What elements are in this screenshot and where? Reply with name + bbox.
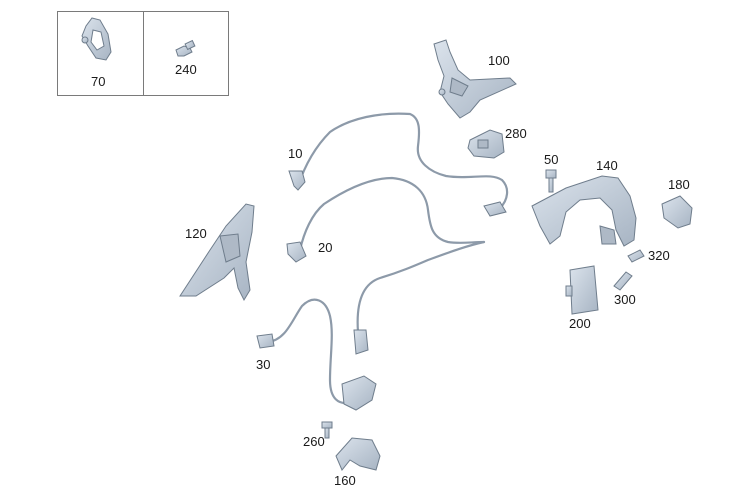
cable-30-drawing [266,240,486,405]
label-240: 240 [175,62,197,77]
label-20: 20 [318,240,333,255]
part-320-drawing [627,249,645,263]
part-260-drawing [321,421,333,439]
label-180: 180 [668,177,690,192]
part-160-drawing [335,437,381,471]
inset-divider [143,11,144,96]
part-50-drawing [545,169,557,193]
sensor-20-drawing [286,241,307,263]
sensor-10-drawing [288,170,507,217]
part-140-drawing [531,175,637,247]
label-10: 10 [288,146,303,161]
label-300: 300 [614,292,636,307]
label-140: 140 [596,158,618,173]
part-100-drawing [433,39,517,119]
label-50: 50 [544,152,559,167]
part-240-drawing [175,39,196,57]
label-280: 280 [505,126,527,141]
part-180-drawing [661,195,693,229]
label-160: 160 [334,473,356,488]
label-100: 100 [488,53,510,68]
label-260: 260 [303,434,325,449]
part-70-drawing [81,17,112,61]
label-30: 30 [256,357,271,372]
cable-20-drawing [298,176,486,252]
part-300-drawing [613,271,633,291]
label-200: 200 [569,316,591,331]
label-320: 320 [648,248,670,263]
label-70: 70 [91,74,106,89]
part-120-drawing [179,203,255,302]
label-120: 120 [185,226,207,241]
cable-10-drawing [296,112,509,210]
sensor-30-drawing [256,329,377,411]
part-200-drawing [565,265,599,315]
part-280-drawing [467,129,505,159]
